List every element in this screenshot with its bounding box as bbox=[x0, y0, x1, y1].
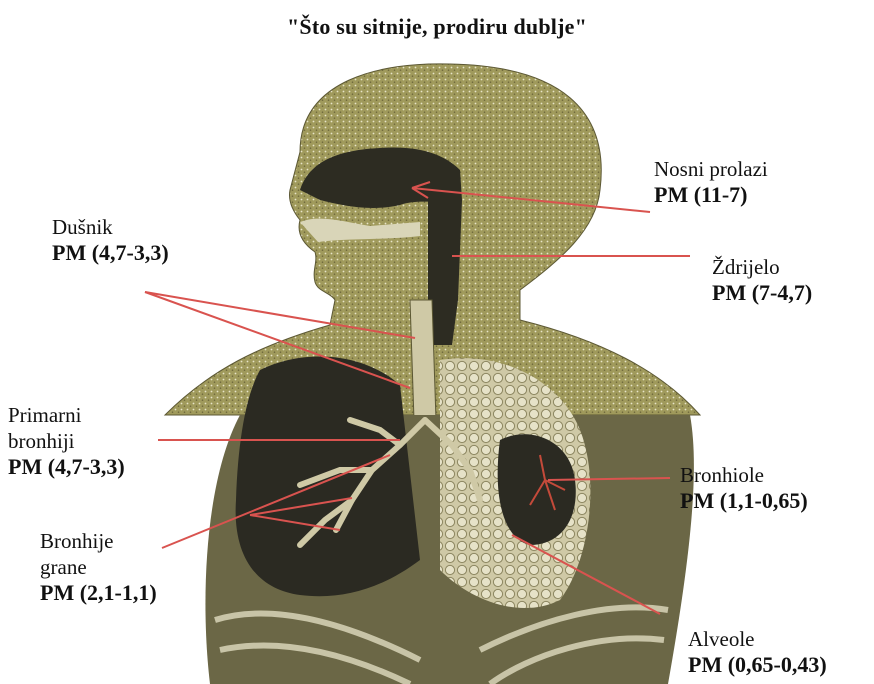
label-pm: PM (1,1-0,65) bbox=[680, 488, 808, 514]
label-bronhiole: Bronhiole PM (1,1-0,65) bbox=[680, 462, 808, 514]
label-pm: PM (0,65-0,43) bbox=[688, 652, 827, 678]
label-name: Alveole bbox=[688, 626, 827, 652]
label-name-line2: grane bbox=[40, 554, 157, 580]
label-name: Ždrijelo bbox=[712, 254, 812, 280]
trachea bbox=[410, 300, 436, 420]
label-pm: PM (4,7-3,3) bbox=[52, 240, 169, 266]
label-zdrijelo: Ždrijelo PM (7-4,7) bbox=[712, 254, 812, 306]
label-name-line2: bronhiji bbox=[8, 428, 125, 454]
label-pm: PM (2,1-1,1) bbox=[40, 580, 157, 606]
label-name-line1: Primarni bbox=[8, 402, 125, 428]
label-primarni-bronhiji: Primarni bronhiji PM (4,7-3,3) bbox=[8, 402, 125, 480]
label-nosni-prolazi: Nosni prolazi PM (11-7) bbox=[654, 156, 768, 208]
label-alveole: Alveole PM (0,65-0,43) bbox=[688, 626, 827, 678]
label-pm: PM (11-7) bbox=[654, 182, 768, 208]
label-bronhije-grane: Bronhije grane PM (2,1-1,1) bbox=[40, 528, 157, 606]
label-dusnik: Dušnik PM (4,7-3,3) bbox=[52, 214, 169, 266]
label-pm: PM (7-4,7) bbox=[712, 280, 812, 306]
label-name: Nosni prolazi bbox=[654, 156, 768, 182]
label-pm: PM (4,7-3,3) bbox=[8, 454, 125, 480]
label-name: Dušnik bbox=[52, 214, 169, 240]
label-name-line1: Bronhije bbox=[40, 528, 157, 554]
label-name: Bronhiole bbox=[680, 462, 808, 488]
